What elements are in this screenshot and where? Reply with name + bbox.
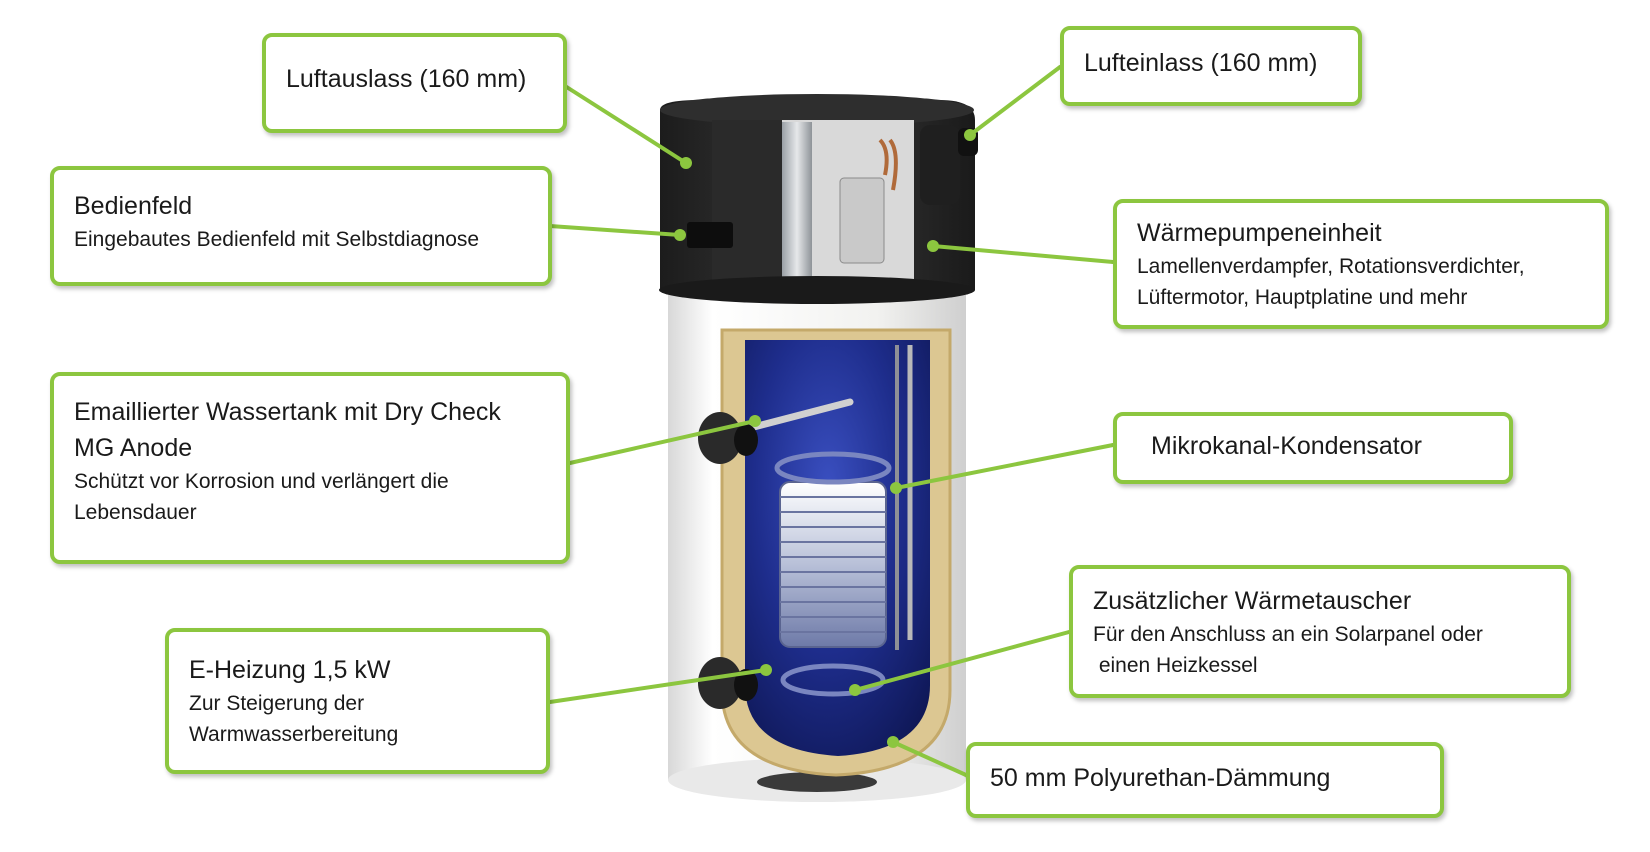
insulation-title: 50 mm Polyurethan-Dämmung: [990, 764, 1331, 792]
heat-pump-unit-desc-line1: Lamellenverdampfer, Rotationsverdichter,: [1137, 255, 1525, 278]
callout-control-panel: Bedienfeld Eingebautes Bedienfeld mit Se…: [50, 166, 552, 286]
e-heater-desc-line2: Warmwasserbereitung: [189, 723, 399, 746]
enamel-tank-title-line1: Emaillierter Wassertank mit Dry Check: [74, 398, 501, 426]
control-panel-desc: Eingebautes Bedienfeld mit Selbstdiagnos…: [74, 228, 480, 251]
callout-enamel-tank: Emaillierter Wassertank mit Dry Check MG…: [50, 372, 570, 564]
control-panel-display: [687, 222, 733, 248]
callout-heat-pump-unit: Wärmepumpeneinheit Lamellenverdampfer, R…: [1113, 199, 1609, 329]
enamel-tank-desc-line2: Lebensdauer: [74, 501, 197, 524]
heat-pump-top-unit: [659, 94, 978, 304]
air-outlet-title: Luftauslass (160 mm): [286, 65, 527, 93]
extra-exchanger-desc-line2: einen Heizkessel: [1093, 654, 1258, 677]
e-heater-title: E-Heizung 1,5 kW: [189, 656, 391, 684]
leader-dots: [674, 129, 976, 748]
leader-lines: [548, 65, 1115, 777]
heat-pump-unit-title: Wärmepumpeneinheit: [1137, 219, 1382, 247]
enamel-tank-desc-line1: Schützt vor Korrosion und verlängert die: [74, 470, 449, 493]
heat-pump-unit-desc-line2: Lüftermotor, Hauptplatine und mehr: [1137, 286, 1468, 309]
enamel-tank-title-line2: MG Anode: [74, 434, 193, 462]
heater-fitting: [698, 657, 758, 709]
anode-rod: [746, 398, 854, 432]
callout-e-heater: E-Heizung 1,5 kW Zur Steigerung der Warm…: [165, 628, 550, 774]
callout-insulation: 50 mm Polyurethan-Dämmung: [966, 742, 1444, 818]
control-panel-title: Bedienfeld: [74, 192, 193, 220]
callout-air-inlet: Lufteinlass (160 mm): [1060, 26, 1362, 106]
heat-exchanger-coil: [774, 451, 892, 697]
callout-air-outlet: Luftauslass (160 mm): [262, 33, 567, 133]
callout-extra-exchanger: Zusätzlicher Wärmetauscher Für den Ansch…: [1069, 565, 1571, 698]
extra-exchanger-desc-line1: Für den Anschluss an ein Solarpanel oder: [1093, 623, 1483, 646]
air-inlet-title: Lufteinlass (160 mm): [1084, 49, 1318, 77]
e-heater-desc-line1: Zur Steigerung der: [189, 692, 365, 715]
extra-exchanger-title: Zusätzlicher Wärmetauscher: [1093, 587, 1412, 615]
callout-condenser: Mikrokanal-Kondensator: [1113, 412, 1513, 484]
condenser-title: Mikrokanal-Kondensator: [1151, 432, 1422, 460]
